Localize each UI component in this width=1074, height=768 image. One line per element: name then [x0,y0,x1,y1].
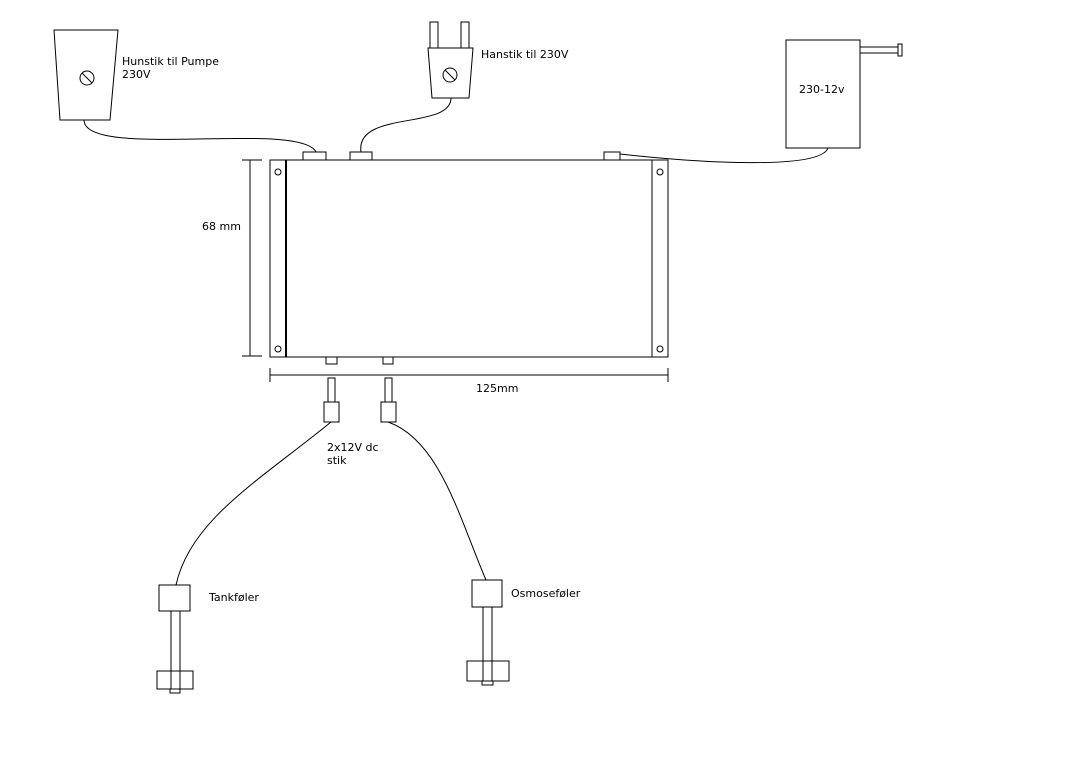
dc-plugs-label-line2: stik [327,454,347,467]
adapter-label: 230-12v [799,83,845,96]
width-label: 125mm [476,382,518,395]
male-plug [427,21,474,99]
tank-sensor-label: Tankføler [208,591,259,604]
female-socket-label-line2: 230V [122,68,151,81]
bottom-connector-right [382,356,394,365]
dc-plug-right [380,377,397,423]
cable-osmosis-sensor [387,421,487,581]
height-dimension [242,159,262,357]
top-connector-pump [302,151,327,161]
cable-tank-sensor [175,421,332,586]
female-socket-label-line1: Hunstik til Pumpe [122,55,219,68]
osmosis-sensor-label: Osmoseføler [511,587,581,600]
power-adapter [785,39,903,149]
cable-mains [360,97,452,153]
top-connector-mains [349,151,373,161]
osmosis-sensor [466,579,510,686]
male-plug-label: Hanstik til 230V [481,48,569,61]
width-dimension [269,368,669,382]
dc-plug-left [323,377,340,423]
tank-sensor [156,584,194,694]
cable-pump [83,119,317,153]
controller-box [269,159,669,358]
bottom-connector-left [325,356,338,365]
height-label: 68 mm [202,220,241,233]
cable-adapter [619,147,829,164]
top-connector-adapter [603,151,621,161]
female-socket-pump [53,29,119,121]
dc-plugs-label-line1: 2x12V dc [327,441,379,454]
